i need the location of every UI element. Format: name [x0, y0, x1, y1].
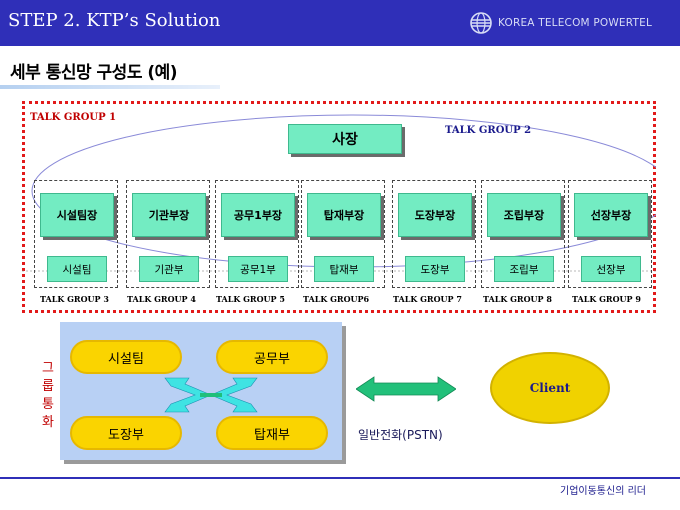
ceo-box: 사장	[288, 124, 402, 154]
group-call-panel: 시설팀 공무부 도장부 탑재부	[60, 322, 342, 460]
talk-group-label: TALK GROUP 4	[127, 294, 196, 304]
dept-head-box: 공무1부장	[221, 193, 295, 237]
header-bar	[0, 0, 680, 46]
column-frame	[126, 180, 210, 288]
dept-box: 시설팀	[47, 256, 107, 282]
dept-box: 탑재부	[314, 256, 374, 282]
talk-group-1-label: TALK GROUP 1	[30, 112, 117, 123]
brand-name: KOREA TELECOM POWERTEL	[498, 17, 652, 29]
client-ellipse: Client	[490, 352, 610, 424]
dept-head-box: 시설팀장	[40, 193, 114, 237]
footer-slogan: 기업이동통신의 리더	[560, 486, 646, 497]
pill-painting: 도장부	[70, 416, 182, 450]
org-chart-frame	[22, 101, 656, 313]
dept-head-box: 조립부장	[487, 193, 561, 237]
talk-group-label: TALK GROUP 5	[216, 294, 285, 304]
brand: KOREA TELECOM POWERTEL	[470, 12, 652, 34]
dept-head-box: 기관부장	[132, 193, 206, 237]
dept-head-box: 탑재부장	[307, 193, 381, 237]
column-frame	[568, 180, 652, 288]
talk-group-label: TALK GROUP6	[303, 294, 370, 304]
footer-line	[0, 477, 680, 479]
slide-title: STEP 2. KTP’s Solution	[8, 10, 221, 31]
talk-group-label: TALK GROUP 8	[483, 294, 552, 304]
talk-group-label: TALK GROUP 7	[393, 294, 462, 304]
dept-head-box: 선장부장	[574, 193, 648, 237]
column-frame	[301, 180, 385, 288]
globe-logo-icon	[470, 12, 492, 34]
column-frame	[481, 180, 565, 288]
talk-group-2-label: TALK GROUP 2	[445, 125, 532, 136]
dept-head-box: 도장부장	[398, 193, 472, 237]
dept-box: 도장부	[405, 256, 465, 282]
column-frame	[392, 180, 476, 288]
cross-arrows-icon	[164, 377, 258, 413]
column-frame	[215, 180, 299, 288]
double-arrow-icon	[356, 376, 456, 402]
dept-box: 조립부	[494, 256, 554, 282]
column-frame	[34, 180, 118, 288]
dept-box: 공무1부	[228, 256, 288, 282]
pill-loading: 탑재부	[216, 416, 328, 450]
dept-box: 기관부	[139, 256, 199, 282]
section-title: 세부 통신망 구성도 (예)	[10, 63, 178, 83]
pill-facility: 시설팀	[70, 340, 182, 374]
talk-group-label: TALK GROUP 9	[572, 294, 641, 304]
talk-group-label: TALK GROUP 3	[40, 294, 109, 304]
pill-public-works: 공무부	[216, 340, 328, 374]
dept-box: 선장부	[581, 256, 641, 282]
title-underline	[0, 85, 220, 89]
pstn-label: 일반전화(PSTN)	[358, 428, 443, 442]
